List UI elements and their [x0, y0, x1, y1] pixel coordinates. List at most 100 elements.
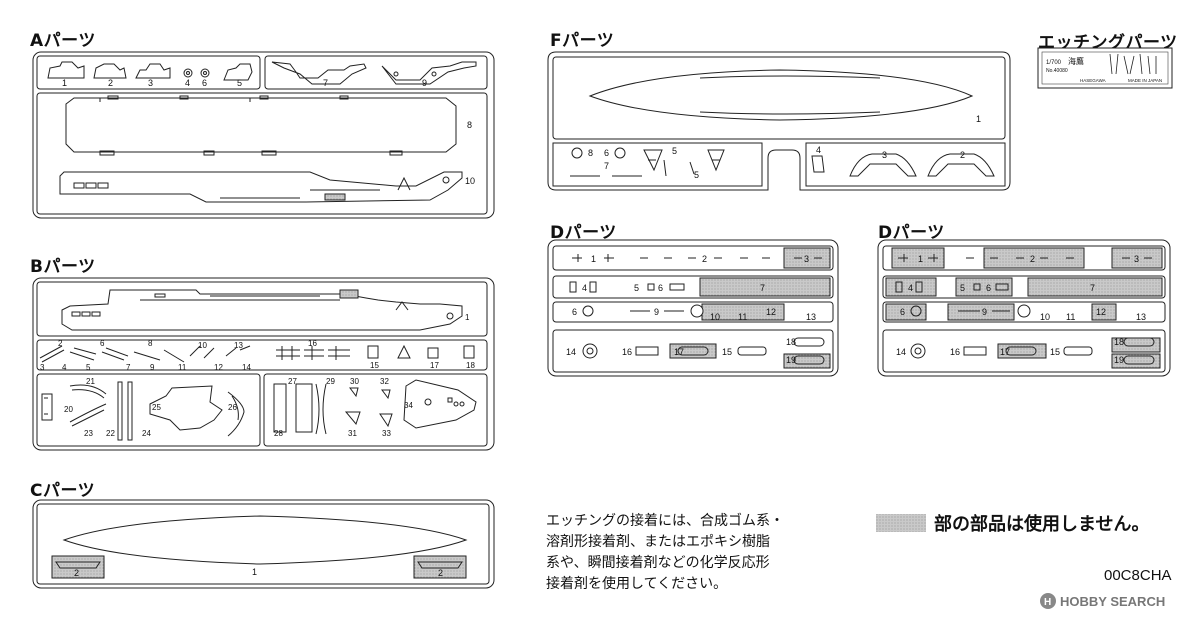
label-f-5a: 5: [672, 146, 677, 156]
label-b-14: 14: [242, 363, 251, 372]
label-b-12: 12: [214, 363, 223, 372]
title-d-parts-1: Dパーツ: [550, 223, 617, 243]
part-a10: [59, 171, 463, 203]
label-d2-13: 13: [1136, 312, 1146, 322]
label-b-4: 4: [62, 363, 67, 372]
part-a9: [381, 61, 477, 85]
sprue-d-1: [547, 239, 839, 377]
label-d1-1: 1: [591, 254, 596, 264]
label-b-6: 6: [100, 339, 105, 348]
label-f-4: 4: [816, 145, 821, 155]
note-line-3: 系や、瞬間接着剤などの化学反応形: [546, 555, 770, 571]
label-d1-15: 15: [722, 347, 732, 357]
label-f-7: 7: [604, 161, 609, 171]
label-b-23: 23: [84, 429, 93, 438]
label-c-2a: 2: [74, 568, 79, 578]
part-c1: [62, 515, 468, 565]
label-d1-14: 14: [566, 347, 576, 357]
label-d2-10: 10: [1040, 312, 1050, 322]
label-b-3: 3: [40, 363, 45, 372]
label-b-29: 29: [326, 377, 335, 386]
label-d2-3: 3: [1134, 254, 1139, 264]
label-b-24: 24: [142, 429, 151, 438]
label-c-2b: 2: [438, 568, 443, 578]
etching-number: No.40080: [1046, 68, 1068, 74]
label-b-27: 27: [288, 377, 297, 386]
label-d2-9: 9: [982, 307, 987, 317]
label-b-15: 15: [370, 361, 379, 370]
label-b-22: 22: [106, 429, 115, 438]
etching-scale: 1/700: [1046, 60, 1062, 66]
part-b1: [61, 289, 463, 331]
part-a3: [135, 63, 171, 79]
label-b-9: 9: [150, 363, 155, 372]
label-d1-5: 5: [634, 283, 639, 293]
unused-swatch: [876, 514, 926, 532]
label-f-1: 1: [976, 114, 981, 124]
label-d1-18: 18: [786, 337, 796, 347]
label-d2-1: 1: [918, 254, 923, 264]
label-d2-12: 12: [1096, 307, 1106, 317]
part-a4: [183, 68, 193, 78]
sprue-f: [547, 51, 1011, 191]
label-d2-6: 6: [986, 283, 991, 293]
label-b-25: 25: [152, 403, 161, 412]
label-d1-6: 6: [658, 283, 663, 293]
label-d1-16: 16: [622, 347, 632, 357]
label-b-20: 20: [64, 405, 73, 414]
title-b-parts: Bパーツ: [30, 257, 96, 277]
document-code: 00C8CHA: [1104, 567, 1172, 584]
label-b-31: 31: [348, 429, 357, 438]
etching-ship-name: 海鷹: [1068, 56, 1084, 66]
label-f-5b: 5: [694, 170, 699, 180]
etching-card: 1/700 海鷹 No.40080 HASEGAWA MADE IN JAPAN: [1037, 47, 1173, 89]
label-b-21: 21: [86, 377, 95, 386]
label-d1-6b: 6: [572, 307, 577, 317]
label-d1-10: 10: [710, 312, 720, 322]
label-d2-19: 19: [1114, 355, 1124, 365]
label-b-11: 11: [178, 363, 187, 372]
etching-origin: MADE IN JAPAN: [1128, 78, 1162, 83]
label-b-1: 1: [465, 313, 470, 322]
label-a-4: 4: [185, 78, 190, 88]
note-line-4: 接着剤を使用してください。: [546, 576, 728, 592]
label-f-8: 8: [588, 148, 593, 158]
label-d1-3: 3: [804, 254, 809, 264]
label-d2-2: 2: [1030, 254, 1035, 264]
hobbysearch-watermark: HOBBY SEARCH: [1060, 594, 1166, 609]
label-a-1: 1: [62, 78, 67, 88]
label-d1-7: 7: [760, 283, 765, 293]
label-a-10: 10: [465, 176, 475, 186]
etching-maker: HASEGAWA: [1080, 78, 1106, 83]
sprue-d-2: [877, 239, 1171, 377]
hobbysearch-logo-letter: H: [1044, 597, 1051, 608]
label-b-5: 5: [86, 363, 91, 372]
label-f-6: 6: [604, 148, 609, 158]
hobbysearch-logo: H: [1040, 593, 1056, 609]
part-a7: [271, 61, 367, 85]
label-a-2: 2: [108, 78, 113, 88]
part-a5: [223, 63, 253, 81]
label-d1-9: 9: [654, 307, 659, 317]
label-d2-6b: 6: [900, 307, 905, 317]
label-d2-11: 11: [1066, 312, 1075, 322]
sprue-b: [32, 277, 495, 451]
label-b-17: 17: [430, 361, 439, 370]
label-d1-13: 13: [806, 312, 816, 322]
title-f-parts: Fパーツ: [550, 31, 615, 51]
sprue-c: [32, 499, 495, 589]
title-a-parts: Aパーツ: [30, 31, 96, 51]
label-b-30: 30: [350, 377, 359, 386]
label-b-18: 18: [466, 361, 475, 370]
etching-adhesive-note: エッチングの接着には、合成ゴム系・ 溶剤形接着剤、またはエポキシ樹脂 系や、瞬間…: [546, 511, 846, 595]
label-d2-5: 5: [960, 283, 965, 293]
label-d1-12: 12: [766, 307, 776, 317]
label-b-10: 10: [198, 341, 207, 350]
label-d2-15: 15: [1050, 347, 1060, 357]
unused-parts-legend: 部の部品は使用しません。: [934, 514, 1150, 535]
label-d1-11: 11: [738, 312, 747, 322]
label-d2-7: 7: [1090, 283, 1095, 293]
label-d2-16: 16: [950, 347, 960, 357]
part-a1: [47, 61, 85, 79]
label-b-13: 13: [234, 341, 243, 350]
